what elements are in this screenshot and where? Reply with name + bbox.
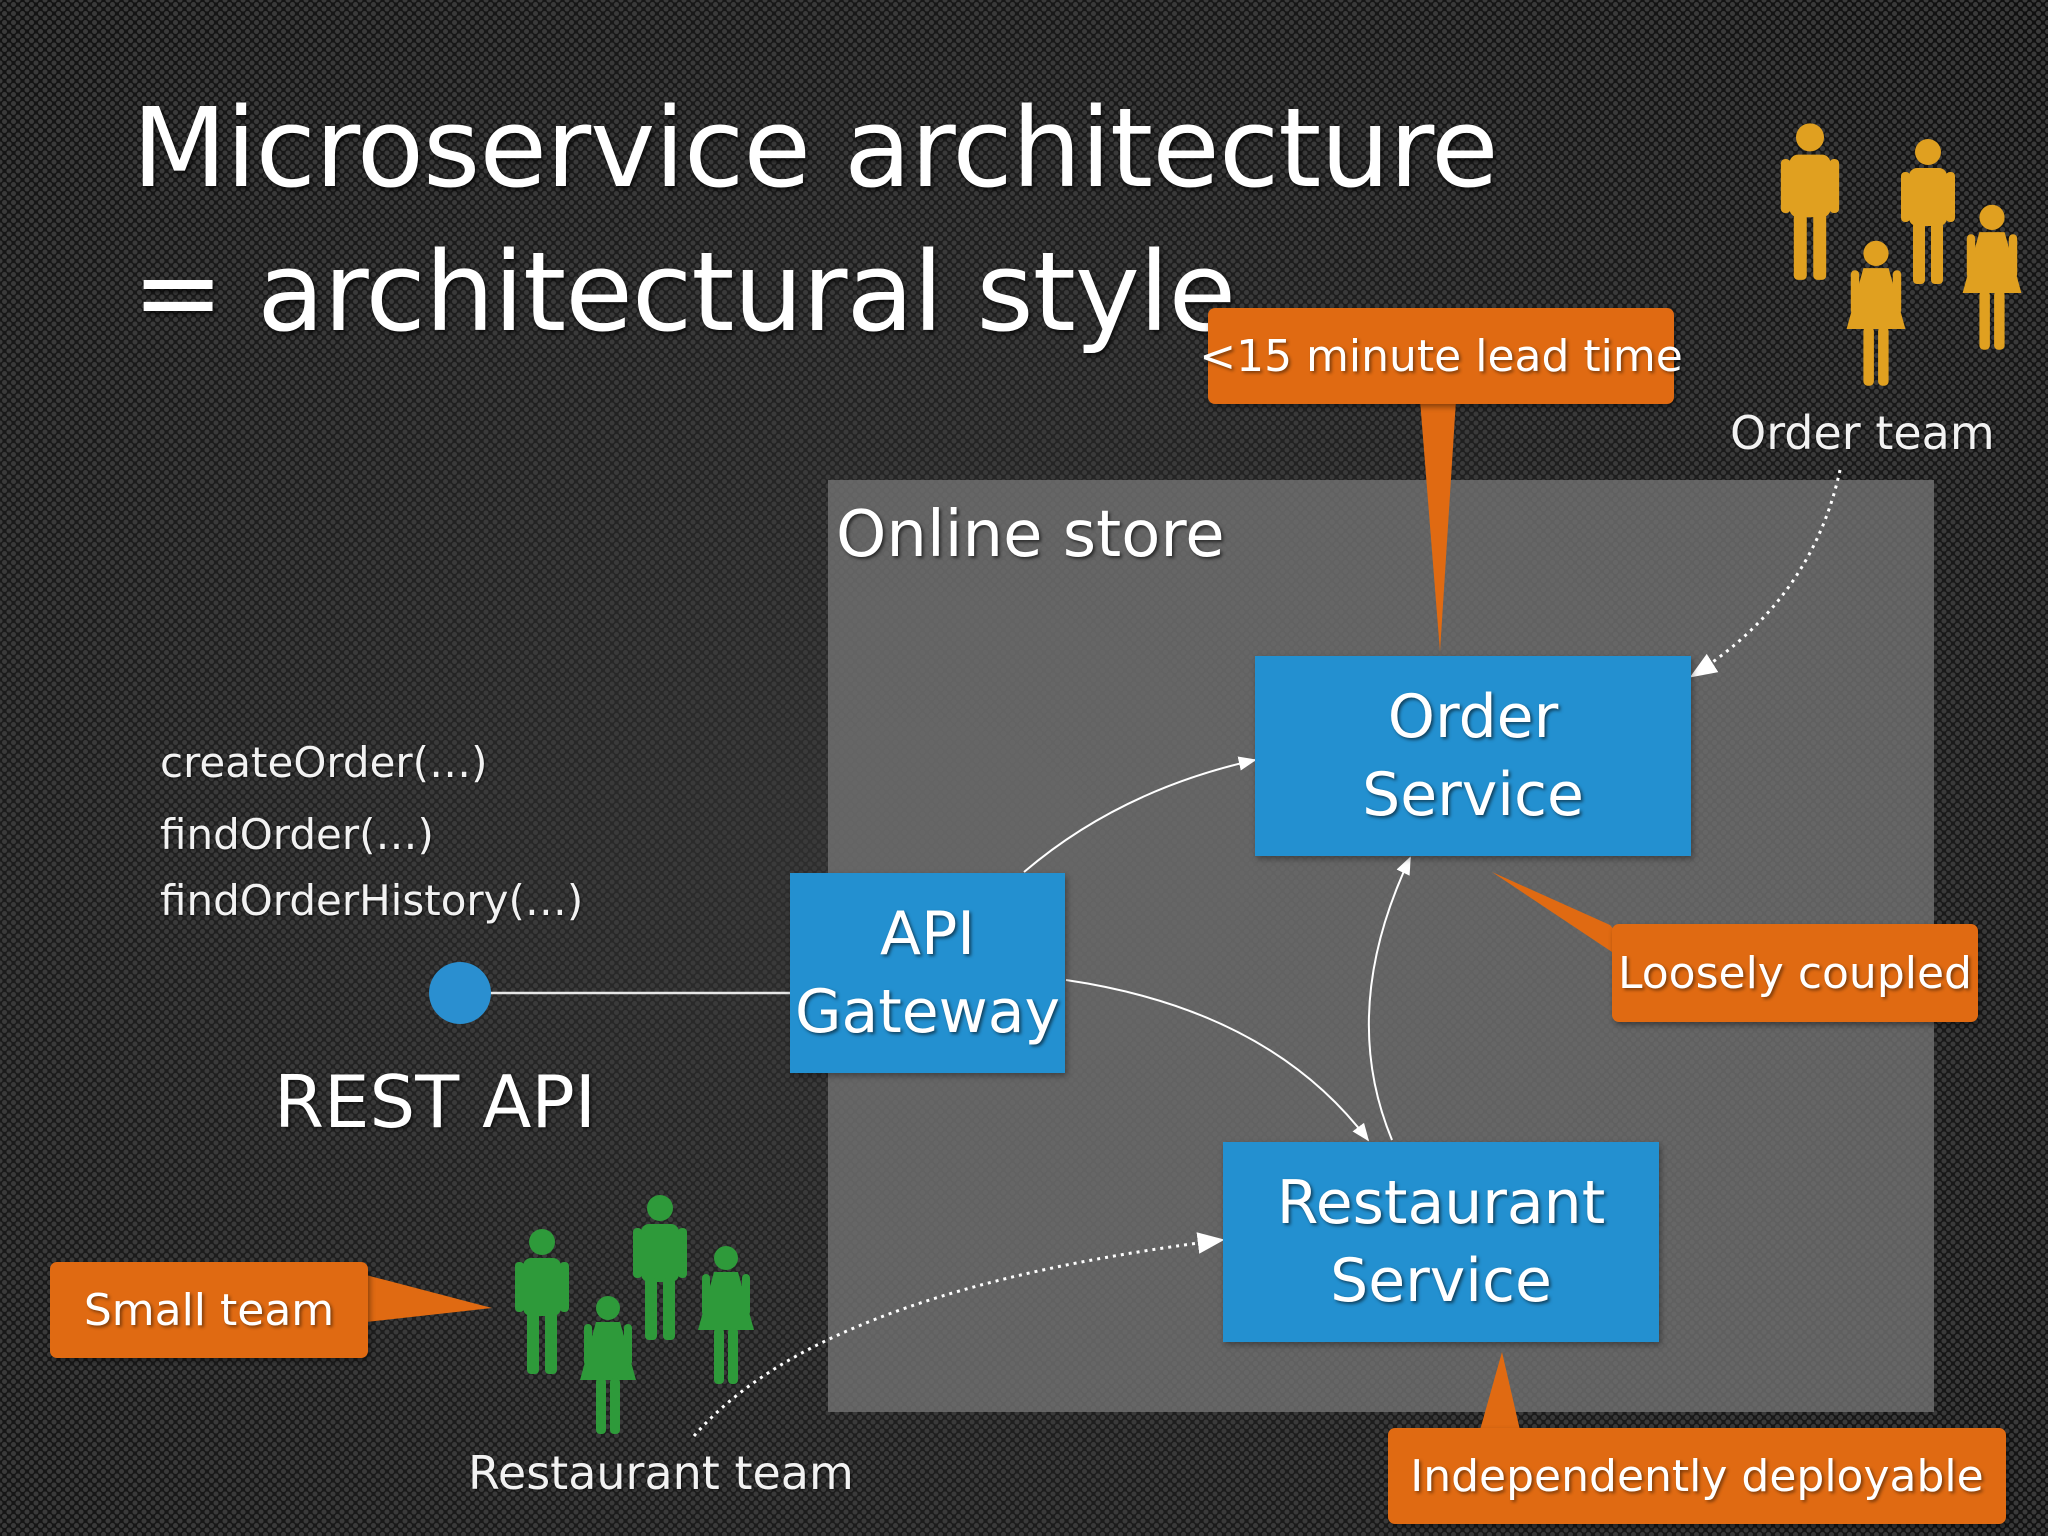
order-service-label-1: Order — [1387, 682, 1559, 752]
person-icon — [580, 1296, 636, 1434]
api-gateway-box: API Gateway — [790, 873, 1065, 1073]
restaurant-service-label-1: Restaurant — [1276, 1168, 1606, 1238]
restaurant-to-order-arrow — [1367, 856, 1411, 1141]
api-gateway-label-1: API — [880, 899, 975, 969]
lead-time-callout: <15 minute lead time — [1199, 308, 1683, 404]
restaurant-team-ownership-arrow — [692, 1232, 1225, 1437]
order-team-ownership-arrow — [1689, 469, 1842, 678]
api-gateway-label-2: Gateway — [794, 977, 1061, 1047]
person-icon — [515, 1229, 569, 1374]
order-team-people-icon — [1780, 123, 2022, 386]
slide-title-line-1: Microservice architecture — [132, 84, 1499, 212]
restaurant-service-label-2: Service — [1330, 1246, 1552, 1316]
independently-deployable-callout: Independently deployable — [1388, 1428, 2006, 1524]
lead-time-callout-pointer — [1420, 400, 1456, 652]
small-team-callout: Small team — [50, 1262, 368, 1358]
api-method-find-order: findOrder(…) — [160, 810, 434, 859]
gateway-to-restaurant-arrow — [1065, 979, 1370, 1142]
order-team-label: Order team — [1730, 406, 1995, 460]
api-method-find-order-history: findOrderHistory(…) — [160, 876, 584, 925]
restaurant-team-label: Restaurant team — [468, 1446, 854, 1500]
person-icon — [1901, 139, 1955, 284]
person-icon — [633, 1195, 687, 1340]
gateway-to-order-arrow — [1023, 756, 1257, 873]
person-icon — [1962, 204, 2022, 350]
online-store-label: Online store — [836, 498, 1225, 572]
rest-api-label: REST API — [274, 1060, 596, 1144]
loosely-coupled-callout: Loosely coupled — [1612, 924, 1978, 1022]
api-method-create-order: createOrder(…) — [160, 738, 488, 787]
order-service-box: Order Service — [1255, 656, 1691, 856]
order-service-label-2: Service — [1362, 760, 1584, 830]
slide-title: Microservice architecture = architectura… — [132, 76, 1499, 364]
slide-title-line-2: = architectural style — [132, 228, 1236, 356]
deployable-callout-pointer — [1480, 1352, 1520, 1430]
person-icon — [698, 1246, 754, 1384]
restaurant-team-people-icon — [515, 1195, 754, 1434]
rest-api-endpoint-icon — [429, 962, 491, 1024]
person-icon — [1780, 123, 1840, 280]
restaurant-service-box: Restaurant Service — [1223, 1142, 1659, 1342]
small-team-callout-pointer — [366, 1275, 492, 1322]
person-icon — [1846, 240, 1906, 386]
